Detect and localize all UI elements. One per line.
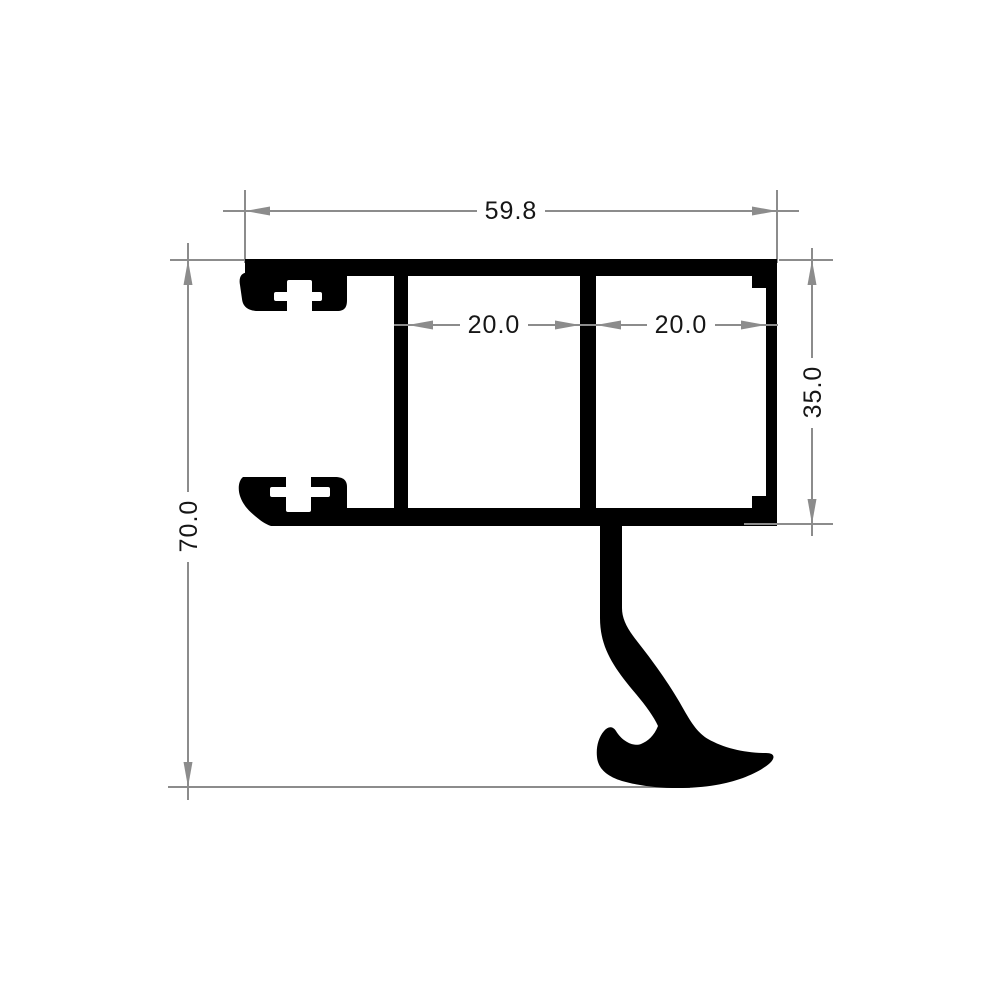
gasket-clip-bottom-and-bottom-bar	[238, 477, 777, 526]
dim-label-right-height: 35.0	[799, 366, 827, 419]
profile-shape	[238, 259, 777, 789]
arrow-up-icon	[807, 260, 817, 285]
dim-label-total-height: 70.0	[175, 500, 203, 553]
label-halo	[477, 198, 545, 224]
tslot-wings-bottom-clip	[270, 487, 330, 497]
arrow-up-icon	[183, 260, 193, 285]
dimension-labels: 59.8 20.0 20.0 35.0 70.0	[175, 197, 827, 562]
label-halo	[647, 312, 715, 338]
profile-rib-bottom-right	[752, 496, 766, 508]
dim-label-total-width: 59.8	[485, 197, 538, 225]
arrow-left-icon	[596, 320, 621, 330]
label-halo	[460, 312, 528, 338]
label-halo	[176, 492, 202, 562]
profile-wall-left	[394, 276, 408, 508]
profile-wall-middle	[580, 276, 596, 508]
arrow-down-icon	[807, 499, 817, 524]
arrow-right-icon	[741, 320, 766, 330]
arrow-right-icon	[752, 206, 777, 216]
label-halo	[800, 358, 826, 428]
arrow-right-icon	[555, 320, 580, 330]
arrow-down-icon	[183, 762, 193, 787]
profile-top-bar	[245, 259, 777, 276]
tslot-wings-top-clip	[274, 292, 322, 301]
dim-label-mid-chamber-width: 20.0	[468, 311, 521, 339]
profile-wall-right	[766, 276, 777, 508]
arrow-left-icon	[245, 206, 270, 216]
profile-cutouts	[270, 280, 330, 512]
profile-rib-top-right	[752, 276, 766, 288]
profile-drip-hook	[596, 510, 774, 789]
arrow-left-icon	[408, 320, 433, 330]
dim-label-right-chamber-width: 20.0	[655, 311, 708, 339]
